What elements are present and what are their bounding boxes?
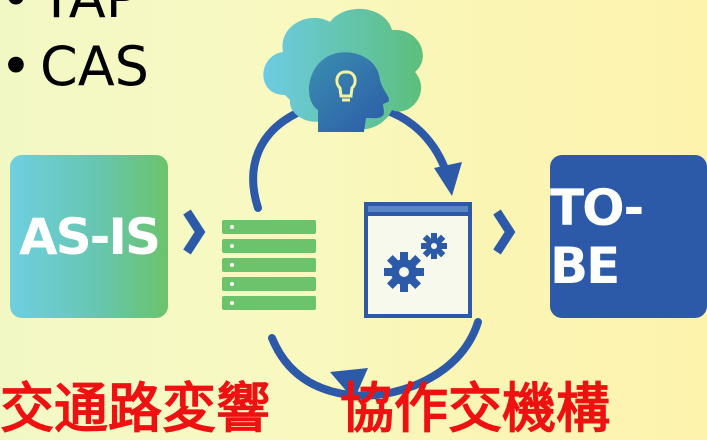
- as-is-box: AS-IS: [10, 155, 168, 318]
- cycle-diagram: [183, 8, 516, 400]
- cycle-arrowhead-lower: [330, 368, 368, 400]
- as-is-label: AS-IS: [18, 207, 161, 266]
- to-be-box: TO-BE: [550, 155, 707, 318]
- bullet-item-tap: •TAP: [0, 0, 138, 26]
- caption-part-2: 協作交機構: [340, 377, 610, 440]
- cycle-arrowhead-upper: [434, 162, 462, 196]
- head-lightbulb-icon: [263, 8, 423, 133]
- caption-text: 交通路変響協作交機構: [0, 382, 610, 436]
- chevron-right-icon: [183, 209, 206, 255]
- caption-part-1: 交通路変響: [0, 377, 270, 440]
- bullet-item-cas: •CAS: [0, 35, 149, 98]
- to-be-label: TO-BE: [550, 178, 644, 295]
- chevron-right-icon: [493, 209, 516, 255]
- gears-window-icon: [364, 202, 472, 318]
- server-stack-icon: [222, 220, 316, 310]
